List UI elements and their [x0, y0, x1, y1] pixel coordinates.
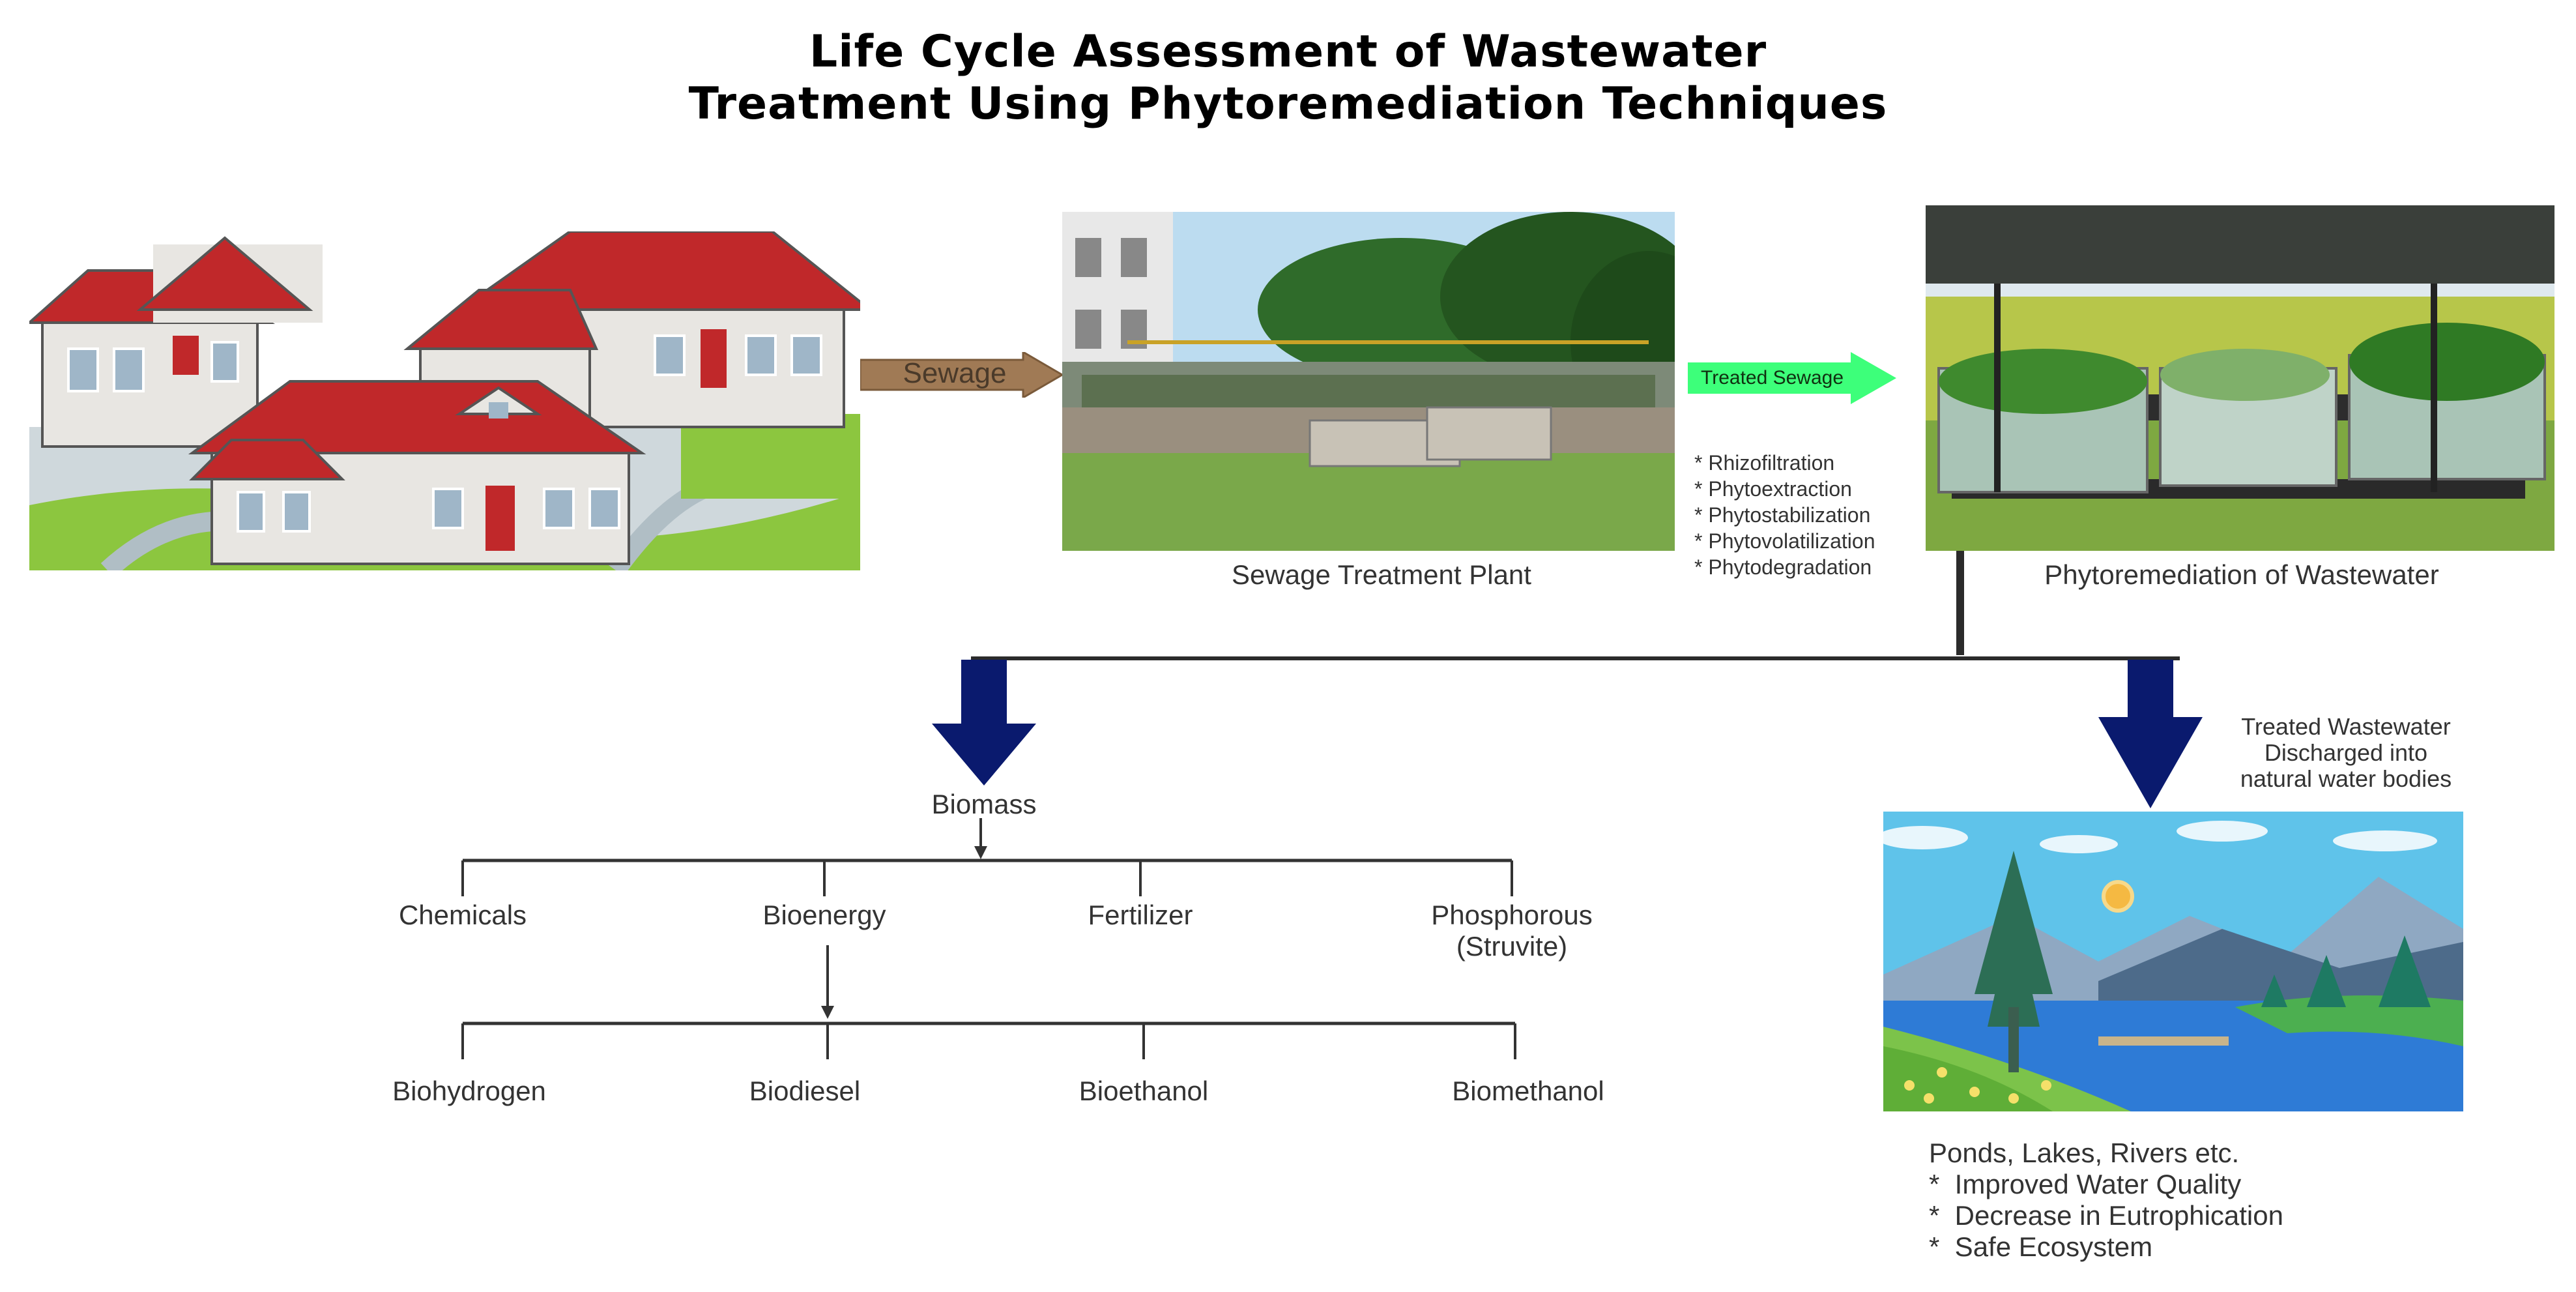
product-bioenergy: Bioenergy — [762, 900, 886, 930]
list-item: * Phytodegradation — [1694, 555, 1872, 579]
treated-sewage-arrow-label: Treated Sewage — [1701, 367, 1844, 389]
title-line-2: Treatment Using Phytoremediation Techniq… — [688, 78, 1888, 130]
product-phosphorous-line2: (Struvite) — [1456, 931, 1568, 962]
list-item: * Phytostabilization — [1694, 503, 1871, 527]
biomass-label: Biomass — [931, 789, 1037, 819]
treated-sewage-arrow-icon — [1688, 352, 1896, 404]
list-item: * Rhizofiltration — [1694, 451, 1835, 475]
list-item: * Phytovolatilization — [1694, 529, 1875, 553]
treatment-plant-label: Sewage Treatment Plant — [1232, 559, 1531, 590]
discharge-line-2: Discharged into — [2264, 739, 2428, 766]
bioenergy-biohydrogen: Biohydrogen — [392, 1076, 546, 1106]
list-item: * Decrease in Eutrophication — [1929, 1200, 2283, 1231]
phytoremediation-label: Phytoremediation of Wastewater — [2044, 559, 2439, 590]
discharge-line-1: Treated Wastewater — [2241, 713, 2451, 740]
product-phosphorous: Phosphorous (Struvite) — [1349, 900, 1675, 962]
bioenergy-biodiesel: Biodiesel — [749, 1076, 861, 1106]
list-item: * Safe Ecosystem — [1929, 1231, 2153, 1262]
product-chemicals: Chemicals — [398, 900, 527, 930]
sewage-arrow-icon — [860, 352, 1062, 398]
title-line-1: Life Cycle Assessment of Wastewater — [809, 26, 1767, 78]
treatment-plant-photo-icon — [1062, 212, 1675, 551]
outcomes-list: Ponds, Lakes, Rivers etc. * Improved Wat… — [1929, 1138, 2283, 1263]
sewage-arrow-label: Sewage — [903, 357, 1007, 389]
list-item: * Improved Water Quality — [1929, 1169, 2242, 1199]
product-phosphorous-line1: Phosphorous — [1431, 900, 1593, 930]
discharge-line-3: natural water bodies — [2240, 765, 2452, 792]
houses-icon — [29, 231, 860, 570]
outcomes-heading: Ponds, Lakes, Rivers etc. — [1929, 1138, 2240, 1168]
techniques-list: * Rhizofiltration * Phytoextraction * Ph… — [1694, 450, 1875, 580]
bioenergy-biomethanol: Biomethanol — [1452, 1076, 1604, 1106]
diagram-title: Life Cycle Assessment of Wastewater Trea… — [0, 26, 2576, 130]
bioenergy-bioethanol: Bioethanol — [1078, 1076, 1209, 1106]
product-fertilizer: Fertilizer — [1088, 900, 1193, 930]
discharge-note: Treated Wastewater Discharged into natur… — [2196, 714, 2496, 792]
list-item: * Phytoextraction — [1694, 477, 1852, 501]
landscape-icon — [1883, 812, 2463, 1111]
phytoremediation-photo-icon — [1926, 205, 2554, 551]
